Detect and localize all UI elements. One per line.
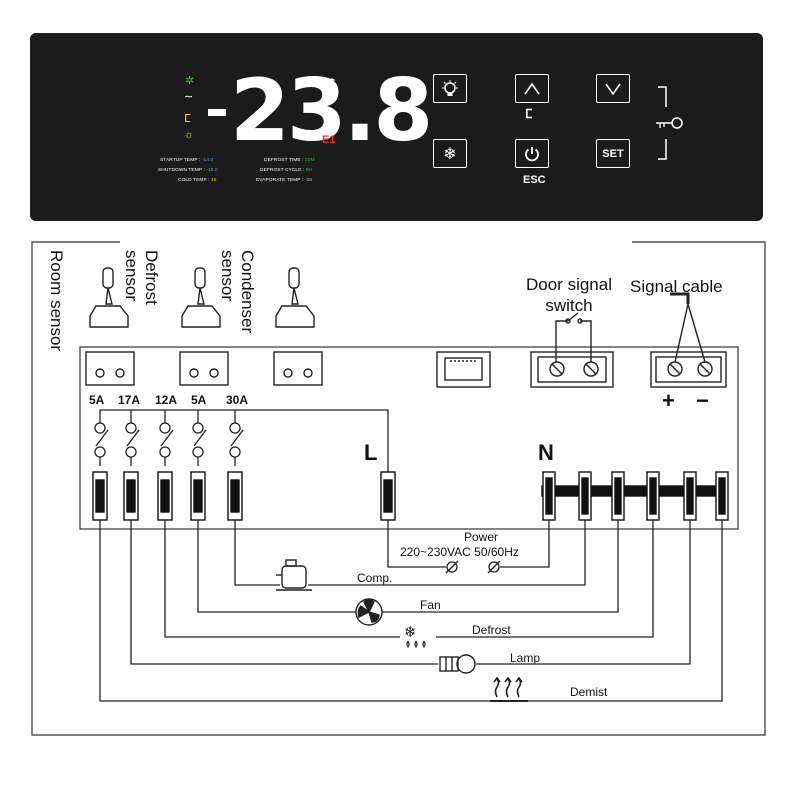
amp-rating-2: 17A [118,393,141,407]
error-code: E1 [322,134,336,146]
defrost-heater-icon: ❄ [404,623,426,648]
outer-frame [31,241,766,736]
set-button[interactable]: SET [596,139,630,168]
power-label: Power [464,530,499,544]
param-shutdown: SHUTDOWN TEMP : -18.0 [158,168,218,173]
unit-label: °C [323,77,336,89]
load-terminals [92,471,396,521]
amp-rating-1: 5A [89,393,105,407]
power-button[interactable] [515,139,549,168]
door-switch-terminal [530,312,614,388]
defrost-button[interactable]: ❄ [433,139,467,168]
controller-board [79,346,739,530]
temperature-readout: 23.8 [230,61,433,161]
demist-heater-icon [490,676,528,702]
signal-cable-label: Signal cable [630,277,723,296]
neutral-bus [541,471,729,521]
lamp-load-icon [439,654,476,674]
condenser-sensor-label: Condenser sensor [218,250,257,334]
compressor-icon [276,559,312,591]
amp-rating-3: 12A [155,393,178,407]
demist-heat-icon: ⵎ [525,107,533,121]
svg-text:❄: ❄ [404,623,417,641]
controller-panel: ✲ ∼ ⵎ ☼ 23.8 °C 🔒︎ ≋ ▣ E1 STARTUP TEMP :… [30,33,763,221]
network-port [436,351,491,388]
wave-icon: ∼ [184,91,194,103]
power-icon [525,146,539,161]
light-mode-icon: ☼ [184,129,195,141]
room-sensor-probe [89,267,129,328]
live-label: L [364,440,378,465]
esc-label: ESC [523,174,546,186]
power-terminal-l [445,560,459,574]
power-spec-label: 220~230VAC 50/60Hz [400,545,519,559]
key-combo-icon [656,86,683,160]
param-defrost-cycle: DEFROST CYCLE : 6H [260,168,313,173]
plus-label: + [662,388,675,413]
param-defrost-time: DEFROST TIME : 20M [264,158,315,163]
fan-label: Fan [420,598,441,612]
lamp-label: Lamp [510,651,541,665]
demist-label: Demist [570,685,608,699]
sensor-connector-1 [85,351,135,386]
amp-rating-4: 5A [191,393,207,407]
param-startup: STARTUP TEMP : -14.0 [160,158,214,163]
amp-rating-5: 30A [226,393,249,407]
up-button[interactable] [515,74,549,103]
fan-mode-icon: ✲ [185,75,195,87]
room-sensor-label: Room sensor [47,250,66,352]
down-button[interactable] [596,74,630,103]
condenser-sensor-probe [275,267,315,328]
param-evaporate: EVAPORATE TEMP : -28 [256,178,313,183]
relay-contacts [94,409,389,472]
comp-label: Comp. [357,571,393,585]
minus-label: − [696,388,709,413]
defrost-label: Defrost [472,623,511,637]
snowflake-icon: ❄ [443,145,457,163]
minus-segment [208,109,226,116]
lamp-button[interactable] [433,74,467,103]
wifi-icon: ≋ [323,106,332,117]
power-terminal-n [487,560,501,574]
up-arrow-icon [524,82,540,94]
door-signal-label: Door signal switch [526,275,612,315]
fan-icon [355,598,383,626]
down-arrow-icon [605,83,621,95]
lamp-icon [442,79,458,96]
defrost-sensor-probe [181,267,221,328]
signal-cable-terminal [650,292,727,388]
battery-icon: ▣ [324,120,333,130]
neutral-label: N [538,440,554,465]
set-label: SET [602,147,624,160]
sensor-connector-3 [273,351,323,386]
defrost-sensor-label: Defrost sensor [122,250,161,305]
sensor-connector-2 [179,351,229,386]
lock-icon: 🔒︎ [324,91,330,102]
param-cold: COLD TEMP : 45 [178,178,217,183]
load-wires [99,520,723,702]
heat-icon: ⵎ [184,113,191,125]
